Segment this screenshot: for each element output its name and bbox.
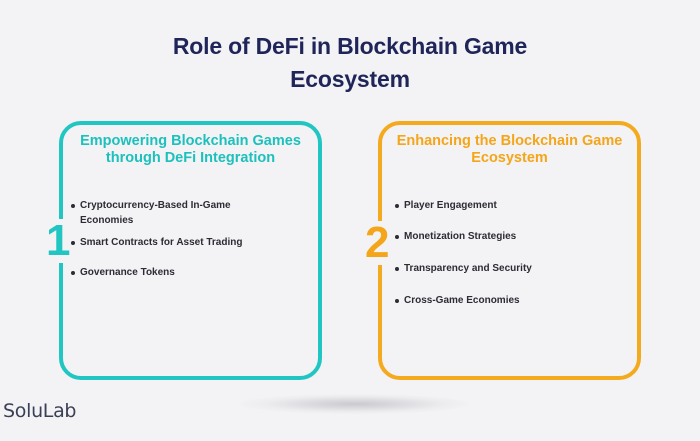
- list-item: Smart Contracts for Asset Trading: [71, 235, 271, 250]
- list-item: Player Engagement: [395, 198, 595, 213]
- list-item: Cross-Game Economies: [395, 293, 595, 308]
- bullet-icon: [395, 235, 399, 239]
- page-title: Role of DeFi in Blockchain Game Ecosyste…: [172, 33, 528, 92]
- list-item: Monetization Strategies: [395, 229, 595, 244]
- card-number: 1: [44, 216, 73, 265]
- list-item: Transparency and Security: [395, 261, 595, 276]
- card-heading: Enhancing the Blockchain Game Ecosystem: [396, 133, 623, 166]
- card-number: 2: [363, 218, 392, 267]
- bullet-icon: [71, 271, 75, 275]
- bullet-icon: [395, 267, 399, 271]
- floor-shadow: [240, 394, 470, 414]
- bullet-icon: [71, 241, 75, 245]
- bullet-icon: [395, 299, 399, 303]
- list-item: Cryptocurrency-Based In-Game Economies: [71, 198, 271, 228]
- brand-logo: SoluLab: [3, 400, 77, 422]
- card-game-ecosystem: Enhancing the Blockchain Game Ecosystem: [378, 121, 641, 380]
- bullet-icon: [395, 204, 399, 208]
- card-defi-integration: Empowering Blockchain Games through DeFi…: [59, 121, 322, 380]
- bullet-icon: [71, 204, 75, 208]
- list-item: Governance Tokens: [71, 265, 271, 280]
- card-heading: Empowering Blockchain Games through DeFi…: [80, 133, 301, 166]
